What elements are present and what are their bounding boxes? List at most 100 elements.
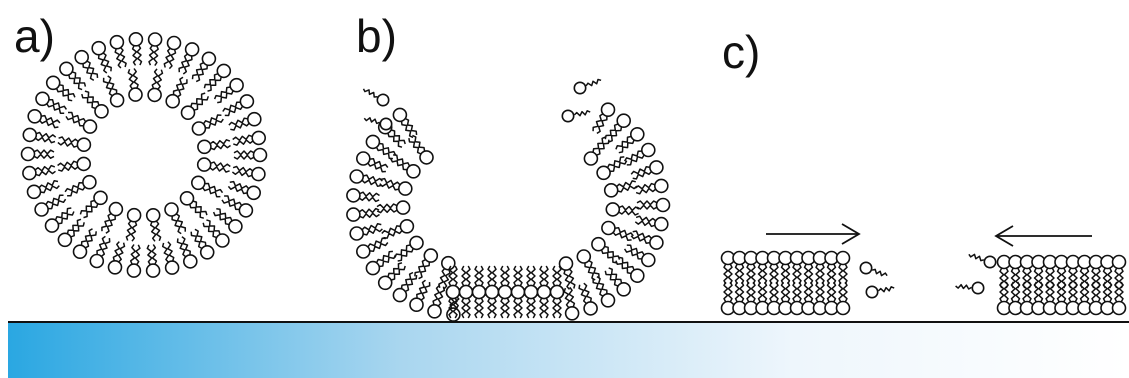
- lipid-molecule-icon: [128, 69, 142, 102]
- lipid-molecule-icon: [605, 181, 637, 197]
- lipid-molecule-icon: [80, 191, 107, 217]
- panel-label-a: a): [14, 10, 55, 62]
- lipid-molecule-icon: [837, 252, 850, 285]
- lipid-molecule-icon: [616, 128, 644, 153]
- panel-b-ruptured-vesicle: [347, 80, 670, 322]
- lipid-molecule-icon: [28, 110, 60, 128]
- lipid-molecule-icon: [538, 266, 551, 299]
- lipid-molecule-icon: [551, 266, 564, 299]
- lipid-molecule-icon: [512, 266, 525, 299]
- lipid-molecule-icon: [127, 245, 140, 278]
- lipid-molecule-icon: [592, 238, 620, 263]
- lipid-molecule-icon: [92, 42, 111, 73]
- lipid-molecule-icon: [126, 209, 140, 242]
- lipid-molecule-icon: [165, 203, 185, 234]
- lipid-molecule-icon: [460, 266, 473, 299]
- lipid-molecule-icon: [631, 161, 663, 179]
- lipid-molecule-icon: [229, 113, 261, 130]
- lipid-molecule-icon: [447, 266, 460, 299]
- lipid-molecule-icon: [860, 262, 887, 275]
- panel-label-b: b): [356, 10, 397, 62]
- lipid-molecule-icon: [486, 266, 499, 299]
- lipid-molecule-icon: [410, 280, 430, 311]
- lipid-molecule-icon: [23, 128, 55, 142]
- lipid-molecule-icon: [179, 43, 199, 74]
- lipid-molecule-icon: [593, 103, 614, 133]
- lipid-molecule-icon: [377, 201, 410, 214]
- lipid-molecule-icon: [228, 182, 260, 200]
- lipid-molecule-icon: [347, 189, 380, 202]
- lipid-molecule-icon: [233, 131, 266, 145]
- panel-a-vesicle: [22, 33, 267, 277]
- lipid-molecule-icon: [391, 155, 420, 178]
- lipid-molecule-icon: [82, 91, 108, 118]
- lipid-molecule-icon: [499, 266, 512, 299]
- lipid-molecule-icon: [214, 209, 242, 233]
- lipid-molecule-icon: [66, 113, 97, 134]
- lipid-molecule-icon: [415, 249, 437, 279]
- lipid-molecule-icon: [631, 231, 663, 249]
- lipid-molecule-icon: [74, 229, 97, 258]
- lipid-molecule-icon: [129, 33, 142, 66]
- lipid-molecule-icon: [192, 176, 223, 196]
- lipid-molecule-icon: [606, 203, 639, 216]
- lipid-molecule-icon: [166, 77, 187, 108]
- lipid-molecule-icon: [35, 195, 66, 216]
- panel-c-bilayer-patch-right: [956, 254, 1126, 314]
- lipid-molecule-icon: [562, 110, 590, 121]
- lipid-molecule-icon: [625, 245, 655, 266]
- lipid-molecule-icon: [364, 89, 389, 106]
- lipid-molecule-icon: [635, 179, 668, 193]
- lipid-molecule-icon: [382, 220, 414, 238]
- lipid-molecule-icon: [637, 199, 670, 212]
- lipid-molecule-icon: [234, 149, 267, 162]
- lipid-molecule-icon: [577, 250, 599, 280]
- panel-label-c: c): [722, 26, 760, 78]
- lipid-molecule-icon: [47, 76, 75, 100]
- lipid-molecule-icon: [109, 242, 125, 274]
- lipid-molecule-icon: [350, 224, 382, 240]
- lipid-molecule-icon: [357, 152, 388, 172]
- arrow-right-icon: [766, 224, 859, 244]
- lipid-molecule-icon: [110, 36, 126, 68]
- lipid-molecule-icon: [579, 283, 597, 315]
- lipid-molecule-icon: [837, 282, 850, 315]
- lipid-molecule-icon: [23, 166, 56, 180]
- lipid-molecule-icon: [178, 237, 197, 268]
- lipid-molecule-icon: [181, 192, 207, 218]
- lipid-molecule-icon: [635, 216, 668, 230]
- lipid-molecule-icon: [222, 196, 252, 217]
- lipid-molecule-icon: [75, 51, 97, 81]
- lipid-molecule-icon: [22, 148, 55, 161]
- lipid-molecule-icon: [564, 287, 578, 320]
- lipid-molecule-icon: [357, 238, 388, 258]
- lipid-molecule-icon: [366, 135, 395, 158]
- lipid-molecule-icon: [193, 52, 216, 81]
- lipid-molecule-icon: [574, 80, 601, 94]
- panel-c-bilayer-patch-left: [722, 252, 895, 315]
- lipid-molecule-icon: [525, 266, 538, 299]
- lipid-molecule-icon: [147, 245, 160, 278]
- lipid-molecule-icon: [149, 33, 162, 66]
- lipid-molecule-icon: [602, 222, 633, 241]
- lipid-molecule-icon: [223, 95, 254, 116]
- lipid-molecule-icon: [198, 140, 231, 154]
- lipid-molecule-icon: [605, 114, 630, 142]
- lipid-molecule-icon: [409, 135, 433, 164]
- lipid-molecule-icon: [350, 170, 382, 186]
- lipid-molecule-icon: [104, 76, 124, 107]
- lipid-molecule-icon: [866, 286, 894, 297]
- lipid-molecule-icon: [380, 179, 412, 196]
- lipid-molecule-icon: [46, 208, 74, 232]
- lipid-molecule-icon: [182, 93, 209, 119]
- lipid-molecule-icon: [1113, 282, 1126, 315]
- lipid-molecule-icon: [616, 257, 644, 282]
- lipid-molecule-icon: [147, 209, 161, 242]
- lipid-molecule-icon: [395, 236, 423, 261]
- lipid-molecule-icon: [65, 176, 96, 196]
- lipid-molecule-icon: [58, 137, 91, 151]
- lipid-molecule-icon: [192, 115, 223, 135]
- lipid-molecule-icon: [347, 208, 380, 221]
- lipid-molecule-icon: [215, 79, 244, 103]
